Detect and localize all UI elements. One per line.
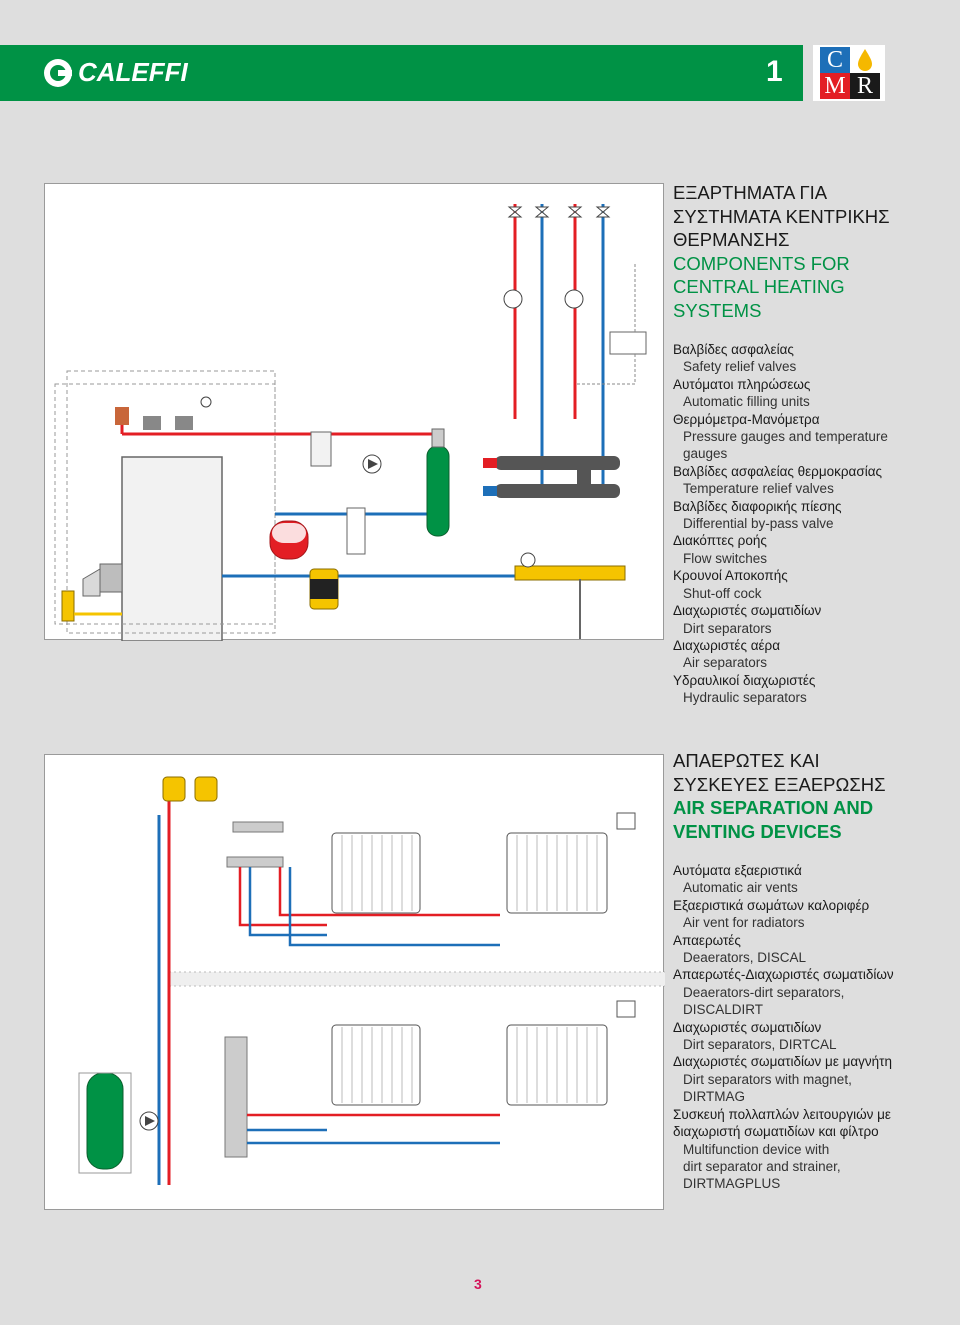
gauge-2 [175, 416, 193, 430]
manifold-upper-2 [226, 856, 284, 868]
list-item-gr: Υδραυλικοί διαχωριστές [673, 672, 816, 688]
list-item-gr: Αυτόματοι πληρώσεως [673, 376, 811, 392]
list-item-en: Air vent for radiators [683, 915, 805, 931]
list-item-en: Safety relief valves [683, 359, 797, 375]
flow-switch [346, 507, 366, 555]
caleffi-logo-icon [44, 58, 72, 87]
cmr-letter-r: R [850, 73, 880, 99]
control-unit [609, 331, 647, 355]
caleffi-logo: CALEFFI [44, 57, 188, 88]
cmr-letter-c: C [820, 47, 850, 73]
pump-2 [503, 289, 523, 309]
radiator-upper-left [331, 832, 421, 914]
list-item-en: Air separators [683, 655, 768, 671]
section1-text: ΕΞΑΡΤΗΜΑΤΑ ΓΙΑ ΣΥΣΤΗΜΑΤΑ ΚΕΝΤΡΙΚΗΣ ΘΕΡΜΑ… [673, 181, 943, 707]
section-number: 1 [766, 55, 783, 88]
floor-slab [169, 972, 665, 986]
list-item-en: DIRTMAG [683, 1089, 746, 1105]
heating-schematic [54, 204, 647, 641]
cmr-drop-icon [850, 47, 880, 73]
list-item-gr: Βαλβίδες διαφορικής πίεσης [673, 498, 842, 514]
manifold-top [495, 456, 620, 470]
list-item-gr: Απαερωτές [673, 932, 741, 948]
list-item-gr: Διαχωριστές αέρα [673, 637, 781, 653]
list-item-gr: Διακόπτες ροής [673, 533, 767, 549]
list-item-en: DIRTMAGPLUS [683, 1176, 781, 1192]
brand-name: CALEFFI [78, 57, 188, 87]
section1-title-en: COMPONENTS FOR CENTRAL HEATING SYSTEMS [673, 252, 850, 321]
list-item-gr: Εξαεριστικά σωμάτων καλοριφέρ [673, 897, 870, 913]
list-item-en: Dirt separators [683, 620, 772, 636]
list-item-gr: Διαχωριστές σωματιδίων με μαγνήτη [673, 1054, 893, 1070]
list-item-en: Hydraulic separators [683, 690, 807, 706]
list-item-en: gauges [683, 446, 728, 462]
gauge-1 [143, 416, 161, 430]
list-item-en: Multifunction device with [683, 1141, 830, 1157]
section2-text: ΑΠΑΕΡΩΤΕΣ ΚΑΙ ΣΥΣΚΕΥΕΣ ΕΞΑΕΡΩΣΗΣ AIR SEP… [673, 749, 943, 1193]
list-item-en: Temperature relief valves [683, 481, 834, 497]
section1-title-gr: ΕΞΑΡΤΗΜΑΤΑ ΓΙΑ ΣΥΣΤΗΜΑΤΑ ΚΕΝΤΡΙΚΗΣ ΘΕΡΜΑ… [673, 182, 890, 250]
heating-system-diagram [44, 183, 664, 641]
air-vent-1 [162, 776, 186, 802]
list-item-gr: Απαερωτές-Διαχωριστές σωματιδίων [673, 967, 894, 983]
list-item-gr: Βαλβίδες ασφαλείας θερμοκρασίας [673, 463, 883, 479]
list-item-gr: Διαχωριστές σωματιδίων [673, 1019, 822, 1035]
list-item-en: Dirt separators with magnet, [683, 1071, 852, 1087]
deaerator-discal [86, 1072, 124, 1170]
safety-valve [115, 407, 129, 425]
cmr-letter-m: M [820, 73, 850, 99]
mixing-assembly [514, 565, 626, 581]
section2-title-gr: ΑΠΑΕΡΩΤΕΣ ΚΑΙ ΣΥΣΚΕΥΕΣ ΕΞΑΕΡΩΣΗΣ [673, 750, 886, 795]
thermostat-lower [616, 1000, 636, 1018]
header-green-bar: CALEFFI 1 [0, 45, 803, 101]
radiator-lower-left [331, 1024, 421, 1106]
air-venting-diagram [44, 754, 665, 1210]
page-number: 3 [474, 1276, 482, 1292]
list-item-en: dirt separator and strainer, [683, 1158, 841, 1174]
list-item-en: Flow switches [683, 550, 768, 566]
page-header: CALEFFI 1 C M R [0, 45, 960, 101]
list-item-en: Dirt separators, DIRTCAL [683, 1037, 837, 1053]
manifold-bottom [495, 484, 620, 498]
list-item-gr: Κρουνοί Αποκοπής [673, 568, 788, 584]
dashed-outline-2 [54, 383, 276, 625]
burner [99, 563, 123, 593]
list-item-en: Deaerators-dirt separators, [683, 984, 845, 1000]
thermostat-upper [616, 812, 636, 830]
air-separator [310, 431, 332, 467]
list-item-en: Shut-off cock [683, 585, 762, 601]
hydraulic-separator [426, 445, 450, 537]
cmr-logo: C M R [813, 45, 885, 101]
list-item-gr: Βαλβίδες ασφαλείας [673, 342, 794, 357]
list-item-en: Deaerators, DISCAL [683, 950, 807, 966]
list-item-en: DISCALDIRT [683, 1002, 764, 1018]
list-item-en: Differential by-pass valve [683, 516, 834, 532]
list-item-gr: Διαχωριστές σωματιδίων [673, 603, 822, 619]
list-item-gr: Θερμόμετρα-Μανόμετρα [673, 411, 820, 427]
list-item-gr: Συσκευή πολλαπλών λειτουργιών με διαχωρι… [673, 1106, 891, 1140]
radiator-schematic [78, 776, 665, 1185]
manifold-lower [224, 1036, 248, 1158]
section2-item-list: Αυτόματα εξαεριστικά Automatic air vents… [673, 862, 943, 1193]
pump-3 [564, 289, 584, 309]
burner-nozzle [82, 568, 101, 597]
list-item-en: Pressure gauges and temperature [683, 429, 888, 445]
filling-unit [61, 590, 75, 622]
list-item-en: Automatic air vents [683, 880, 798, 896]
manifold-upper-1 [232, 821, 284, 833]
list-item-gr: Αυτόματα εξαεριστικά [673, 863, 802, 878]
section1-item-list: Βαλβίδες ασφαλείας Safety relief valves … [673, 341, 943, 707]
boiler-body [121, 456, 223, 641]
list-item-en: Automatic filling units [683, 394, 810, 410]
section2-title-en: AIR SEPARATION AND VENTING DEVICES [673, 797, 874, 842]
air-vent-2 [194, 776, 218, 802]
